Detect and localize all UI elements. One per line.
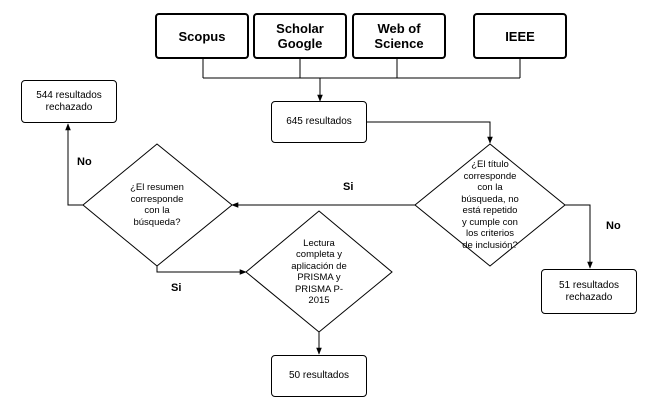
source-ieee-label: IEEE xyxy=(505,28,535,44)
lectura-decision-text: Lectura completa y aplicación de PRISMA … xyxy=(291,237,347,307)
result-544-label: 544 resultados rechazado xyxy=(36,89,102,113)
no-label-resumen: No xyxy=(77,156,92,168)
lectura-decision-diamond xyxy=(245,210,393,333)
source-scopus-label: Scopus xyxy=(178,28,226,44)
result-645-box: 645 resultados xyxy=(271,101,367,143)
result-50-label: 50 resultados xyxy=(288,370,350,381)
r645-to-titulo-arrow xyxy=(367,121,493,144)
resumen-decision-diamond xyxy=(82,143,233,267)
no-label-titulo: No xyxy=(606,220,621,232)
titulo-decision-text: ¿El título corresponde con la búsqueda, … xyxy=(461,159,519,251)
si-label-resumen: Si xyxy=(171,282,182,294)
si-label-titulo: Si xyxy=(343,181,354,193)
source-web-of-science-label: Web of Science xyxy=(374,21,424,51)
source-web-of-science-box: Web of Science xyxy=(352,13,446,59)
result-50-box: 50 resultados xyxy=(271,355,367,397)
source-ieee-box: IEEE xyxy=(473,13,567,59)
result-51-rejected-box: 51 resultados rechazado xyxy=(541,269,637,314)
result-544-rejected-box: 544 resultados rechazado xyxy=(21,80,117,123)
source-scholar-google-label: Scholar Google xyxy=(276,21,324,51)
result-51-label: 51 resultados rechazado xyxy=(558,279,620,303)
titulo-to-r51-arrow xyxy=(565,204,593,269)
resumen-decision-text: ¿El resumen corresponde con la búsqueda? xyxy=(130,182,184,228)
resumen-to-lectura-arrow xyxy=(156,266,247,275)
titulo-decision-diamond xyxy=(414,143,566,267)
result-645-label: 645 resultados xyxy=(286,116,352,127)
source-scholar-google-box: Scholar Google xyxy=(253,13,347,59)
resumen-to-r544-arrow xyxy=(65,123,83,206)
source-scopus-box: Scopus xyxy=(155,13,249,59)
